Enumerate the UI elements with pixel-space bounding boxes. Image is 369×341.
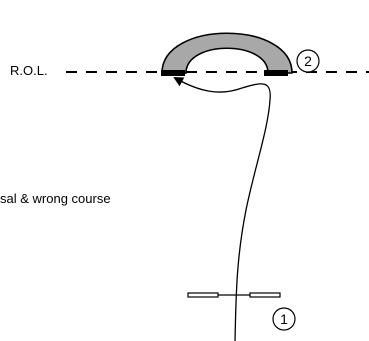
arc-left-cap xyxy=(161,70,185,76)
marker-number-2: 2 xyxy=(304,53,312,69)
bar-right xyxy=(249,292,281,298)
turn-arc xyxy=(161,32,293,74)
marker-circle-1 xyxy=(272,307,296,331)
rol-label: R.O.L. xyxy=(10,63,48,78)
track-path-arrow xyxy=(173,77,271,341)
caption-text: sal & wrong course xyxy=(0,191,111,206)
arc-right-cap xyxy=(264,70,288,76)
bar-left xyxy=(187,292,219,298)
marker-circle-2 xyxy=(296,49,320,73)
marker-number-1: 1 xyxy=(280,311,288,327)
